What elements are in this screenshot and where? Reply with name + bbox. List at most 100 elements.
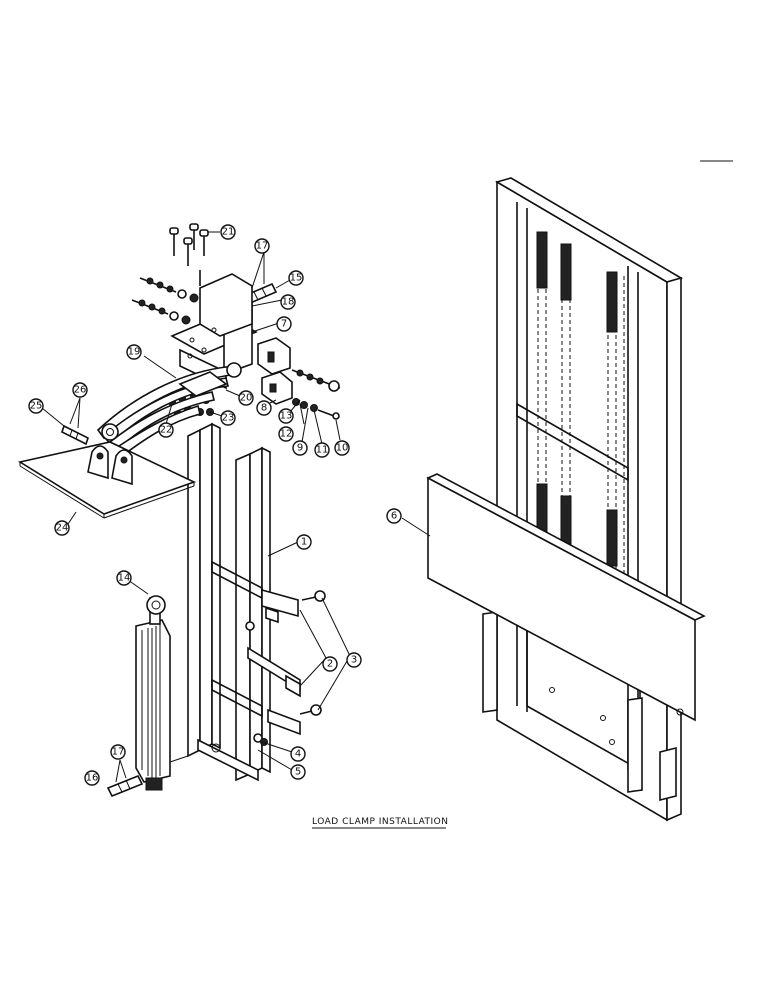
pin-16 — [106, 759, 144, 798]
spring-eye — [226, 362, 242, 378]
callout-1: 1 — [296, 534, 312, 550]
callout-label: 20 — [240, 393, 253, 404]
callout-16: 16 — [84, 770, 100, 786]
mast-side-face — [666, 276, 682, 822]
callout-25: 25 — [28, 398, 44, 414]
callout-label: 6 — [391, 511, 397, 522]
callout-label: 5 — [295, 767, 301, 778]
spring-eye — [101, 423, 119, 441]
clamp-plate-edge — [426, 473, 706, 621]
callout-23: 23 — [220, 410, 236, 426]
bracket-back-plate — [199, 273, 253, 337]
mast-foot — [627, 697, 643, 793]
callout-label: 18 — [282, 297, 295, 308]
callout-label: 12 — [280, 429, 293, 440]
callout-5: 5 — [290, 764, 306, 780]
clamp-pad — [17, 397, 197, 519]
callout-24: 24 — [54, 520, 70, 536]
callout-label: 8 — [261, 403, 267, 414]
callout-12: 12 — [278, 426, 294, 442]
angle-bracket-lower — [267, 708, 301, 736]
callout-17-lower: 17 — [110, 744, 126, 760]
plate-bolt — [676, 708, 684, 716]
channel-left-flange — [211, 422, 221, 750]
angle-brackets — [245, 588, 326, 746]
callout-label: 1 — [301, 537, 307, 548]
mast-assembly — [426, 177, 706, 822]
callout-label: 15 — [290, 273, 303, 284]
callout-21: 21 — [220, 224, 236, 240]
fastener-set — [131, 223, 341, 420]
channel-right — [235, 452, 251, 782]
callout-18: 18 — [280, 294, 296, 310]
callout-22: 22 — [158, 422, 174, 438]
callout-label: 24 — [56, 523, 69, 534]
callout-label: 17 — [256, 241, 269, 252]
frame-cross-bottom — [211, 678, 263, 718]
pad-lug — [87, 445, 109, 480]
callout-9: 9 — [292, 440, 308, 456]
chain-links — [536, 231, 618, 567]
callout-13: 13 — [278, 408, 294, 424]
callout-2: 2 — [322, 656, 338, 672]
callout-label: 9 — [297, 443, 303, 454]
callout-label: 23 — [222, 413, 235, 424]
callout-17-upper: 17 — [254, 238, 270, 254]
callout-10: 10 — [334, 440, 350, 456]
callout-11: 11 — [314, 442, 330, 458]
channel-left — [187, 428, 201, 758]
bolt-head — [314, 590, 326, 602]
callout-label: 21 — [222, 227, 235, 238]
cylinder-eye — [146, 595, 166, 615]
cylinder-body — [135, 619, 171, 783]
callout-19: 19 — [126, 344, 142, 360]
callout-label: 19 — [128, 347, 141, 358]
callout-26: 26 — [72, 382, 88, 398]
callout-label: 25 — [30, 401, 43, 412]
callout-label: 16 — [86, 773, 99, 784]
callout-label: 22 — [160, 425, 173, 436]
hydraulic-cylinder — [135, 595, 189, 791]
carriage-hole — [549, 687, 555, 693]
callout-label: 26 — [74, 385, 87, 396]
mast-foot — [659, 746, 677, 802]
callout-label: 3 — [351, 655, 357, 666]
channel-frame — [187, 422, 271, 782]
callout-label: 13 — [280, 411, 293, 422]
callout-15: 15 — [288, 270, 304, 286]
washer — [253, 733, 263, 743]
channel-left-web — [199, 422, 213, 752]
callout-8: 8 — [256, 400, 272, 416]
bolt-head — [310, 704, 322, 716]
callout-label: 14 — [118, 573, 131, 584]
callout-7: 7 — [276, 316, 292, 332]
base-pin — [211, 743, 221, 753]
callout-3: 3 — [346, 652, 362, 668]
callout-4: 4 — [290, 746, 306, 762]
angle-bracket-upper — [261, 588, 299, 618]
nut — [260, 738, 268, 746]
leader-lines — [67, 389, 431, 771]
callout-6: 6 — [386, 508, 402, 524]
carriage-hole — [600, 715, 606, 721]
diagram-caption: LOAD CLAMP INSTALLATION — [312, 817, 449, 827]
callout-label: 11 — [316, 445, 329, 456]
cylinder-foot — [145, 777, 163, 791]
carriage-hole — [609, 739, 615, 745]
callout-14: 14 — [116, 570, 132, 586]
mounting-bracket — [170, 273, 293, 405]
washer — [245, 621, 255, 631]
callout-label: 2 — [327, 659, 333, 670]
frame-base-bar — [197, 738, 259, 782]
channel-right-web — [249, 446, 263, 776]
callout-label: 7 — [281, 319, 287, 330]
mast-foot — [482, 611, 498, 713]
callout-label: 10 — [336, 443, 349, 454]
leaf-spring — [96, 355, 242, 458]
mast-crossmember — [516, 402, 629, 482]
callout-20: 20 — [238, 390, 254, 406]
callout-label: 17 — [112, 747, 125, 758]
callout-label: 4 — [295, 749, 301, 760]
side-block-8 — [261, 371, 293, 405]
